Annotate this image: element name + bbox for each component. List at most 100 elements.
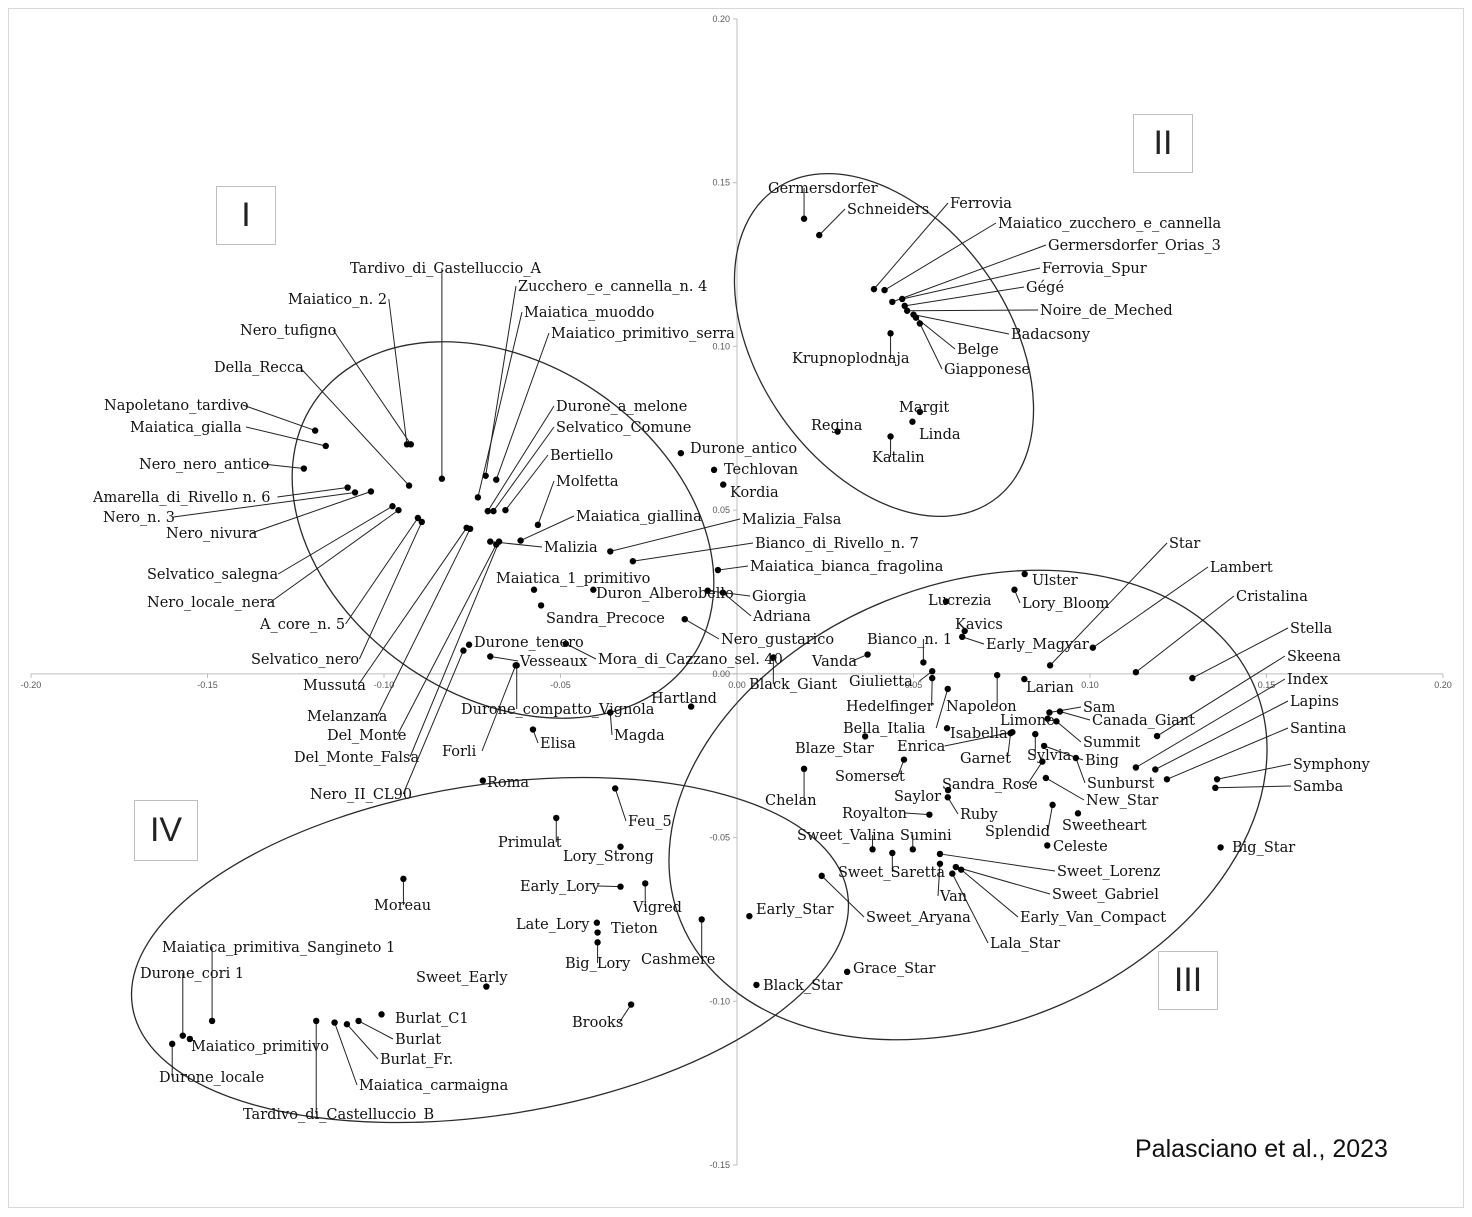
point-label-del-monte: Del_Monte <box>327 728 406 744</box>
ellipse-group-iv <box>130 776 850 1124</box>
point-lapins <box>1152 766 1159 773</box>
point-lory-bloom <box>1011 586 1018 593</box>
point-giapponese <box>916 320 924 327</box>
point-label-maiatica-1-primitivo: Maiatica_1_primitivo <box>496 571 650 587</box>
leader-line-sam <box>1049 706 1082 713</box>
point-black-giant <box>770 654 777 661</box>
leader-line-del-monte-falsa <box>409 541 500 758</box>
point-label-sandra-precoce: Sandra_Precoce <box>546 611 665 627</box>
leader-line-a-core-n-5 <box>345 517 419 625</box>
ellipse-group-i <box>291 341 715 719</box>
point-label-lapins: Lapins <box>1290 694 1339 710</box>
point-label-selvatico-nero: Selvatico_nero <box>251 652 359 668</box>
leader-line-splendid <box>1047 804 1054 832</box>
y-tick-label: -0.10 <box>709 996 730 1006</box>
point-label-lory-strong: Lory_Strong <box>563 849 654 865</box>
point-sweet-early <box>483 983 490 990</box>
point-label-cristalina: Cristalina <box>1236 589 1308 605</box>
point-label-skeena: Skeena <box>1287 649 1341 665</box>
y-tick-label: -0.15 <box>709 1160 730 1170</box>
point-garnet <box>1007 729 1014 737</box>
point-label-mora-di-cazzano-sel-40: Mora_di_Cazzano_sel. 40 <box>598 652 783 668</box>
point-label-mussuta: Mussuta <box>303 678 366 694</box>
point-nero-nivura <box>367 488 375 495</box>
y-tick-label: 0.20 <box>712 14 730 24</box>
point-label-chelan: Chelan <box>765 793 817 809</box>
leader-line-badacsony <box>913 314 1010 335</box>
point-label-moreau: Moreau <box>374 898 431 914</box>
point-burlat-c1 <box>378 1011 385 1018</box>
group-ellipses <box>130 172 1268 1124</box>
point-kavics <box>961 627 968 635</box>
point-label-canada-giant: Canada_Giant <box>1092 713 1195 729</box>
point-label-nero-n-3: Nero_n. 3 <box>103 510 175 526</box>
point-isabella <box>943 725 951 732</box>
leader-line-lala-star <box>951 873 989 944</box>
point-early-lory <box>617 883 624 890</box>
point-label-stella: Stella <box>1290 621 1333 637</box>
point-blaze-star <box>861 733 869 740</box>
point-label-sweet-early: Sweet_Early <box>416 970 508 986</box>
leader-line-sweet-lorenz <box>939 853 1056 872</box>
point-saylor <box>944 786 952 794</box>
point-del-monte-falsa <box>495 538 503 545</box>
x-tick-label: 0.00 <box>728 680 746 690</box>
point-label-durone-antico: Durone_antico <box>690 441 797 457</box>
point-symphony <box>1213 776 1221 783</box>
point-early-star <box>746 912 753 920</box>
point-label-sweet-gabriel: Sweet_Gabriel <box>1052 887 1159 903</box>
point-label-feu-5: Feu_5 <box>628 814 672 830</box>
point-santina <box>1163 776 1171 783</box>
point-label-duron-alberobello: Duron_Alberobello <box>596 586 734 602</box>
point-label-vesseaux: Vesseaux <box>519 654 587 670</box>
point-label-lory-bloom: Lory_Bloom <box>1022 596 1109 612</box>
leader-line-early-magyar <box>962 636 985 645</box>
point-schneiders <box>816 231 823 239</box>
point-label-van: Van <box>939 889 967 905</box>
leader-line-nero-nero-antico <box>262 463 304 470</box>
point-label-sweetheart: Sweetheart <box>1062 818 1147 834</box>
point-label-magda: Magda <box>614 728 665 744</box>
point-bianco-di-rivello-n-7 <box>629 558 637 565</box>
point-vigred <box>642 880 649 887</box>
leader-line-molfetta <box>537 480 555 526</box>
point-cashmere <box>698 916 705 923</box>
point-label-isabella: Isabella <box>950 726 1008 742</box>
point-durone-tenero <box>465 641 473 648</box>
point-durone-a-melone <box>484 507 491 515</box>
point-maiatico-primitivo-serra <box>493 476 500 483</box>
point-label-larian: Larian <box>1026 680 1074 696</box>
leader-line-schneiders <box>818 208 846 236</box>
leader-line-feu-5 <box>614 788 627 822</box>
point-nero-ii-cl90 <box>460 647 467 654</box>
point-label-hedelfinger: Hedelfinger <box>846 699 934 715</box>
point-sylvia <box>1032 730 1039 738</box>
point-limone <box>1044 715 1051 722</box>
leader-line-stella <box>1192 627 1289 679</box>
point-label-sam: Sam <box>1083 700 1116 716</box>
point-label-malizia-falsa: Malizia_Falsa <box>742 512 842 528</box>
point-label-napoleon: Napoleon <box>946 699 1017 715</box>
point-label-sumini: Sumini <box>900 828 952 844</box>
point-maiatica-giallina <box>517 537 524 544</box>
leader-line-bella-italia <box>935 688 949 729</box>
point-label-schneiders: Schneiders <box>847 202 929 218</box>
leader-line-mora-di-cazzano-sel-40 <box>565 643 597 660</box>
point-label-index: Index <box>1287 672 1328 688</box>
point-nero-nero-antico <box>300 465 308 472</box>
figure-frame <box>8 8 1464 1208</box>
y-tick-label: 0.15 <box>712 178 730 188</box>
point-kordia <box>720 481 727 488</box>
leader-line-nero-ii-cl90 <box>402 650 464 795</box>
point-krupnoplodnaja <box>887 330 894 337</box>
leader-line-maiatico-zucchero-e-cannella <box>884 222 997 291</box>
point-summit <box>1053 718 1060 725</box>
point-label-ferrovia-spur: Ferrovia_Spur <box>1042 261 1147 277</box>
point-label-late-lory: Late_Lory <box>516 917 590 933</box>
point-sweet-gabriel <box>952 863 960 871</box>
point-label-ulster: Ulster <box>1032 573 1078 589</box>
point-vesseaux <box>487 653 494 660</box>
point-feu-5 <box>612 785 619 792</box>
